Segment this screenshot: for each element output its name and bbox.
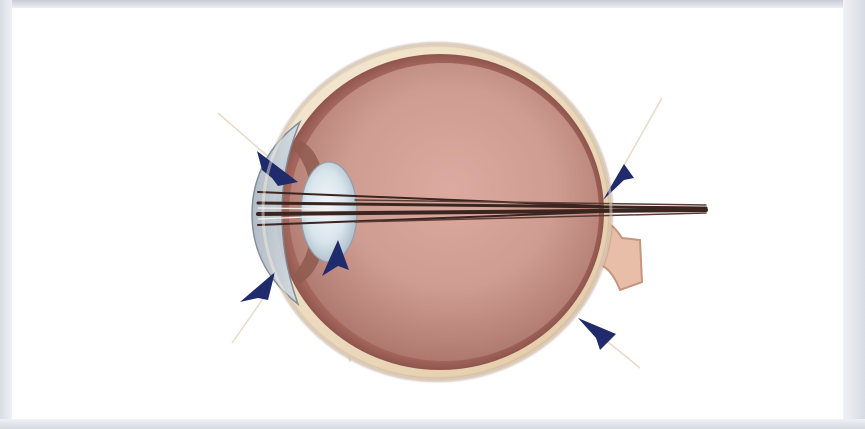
pointer-arrow-icon [240, 272, 275, 302]
leader-line-cornea [218, 113, 272, 160]
pointer-arrow-icon [578, 318, 616, 350]
leader-line-iris [232, 296, 265, 343]
leader-line-retina [618, 98, 662, 176]
